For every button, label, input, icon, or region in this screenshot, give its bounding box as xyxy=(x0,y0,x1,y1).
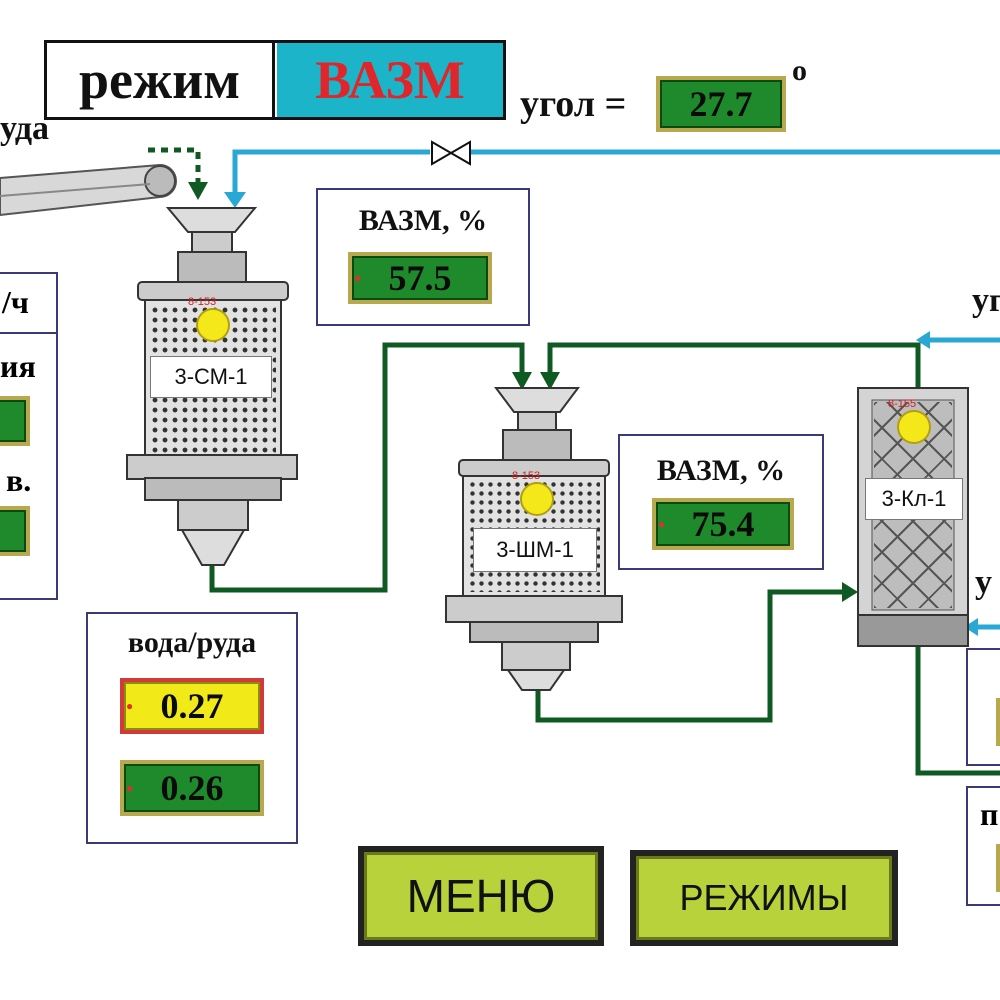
mill-2-vazm-title: ВАЗМ, % xyxy=(656,454,786,487)
left-panel-value-2[interactable] xyxy=(0,506,30,556)
right-panel-1 xyxy=(966,648,1000,766)
mill-2-lamp-tag: 8-153 xyxy=(512,470,541,482)
mill-2-vazm-panel: ВАЗМ, % ● 75.4 xyxy=(618,434,824,570)
mill-2-vazm-value-text: 75.4 xyxy=(691,504,755,544)
ore-label: уда xyxy=(0,110,50,147)
mill-1-vazm-title: ВАЗМ, % xyxy=(358,204,488,237)
classifier-lamp-tag: 8-155 xyxy=(888,398,917,410)
modes-button[interactable]: РЕЖИМЫ xyxy=(630,850,898,946)
water-ore-title: вода/руда xyxy=(127,626,257,659)
right-panel-2: п xyxy=(966,786,1000,906)
water-ore-actual[interactable]: ● 0.26 xyxy=(120,760,264,816)
right-panel-2-value[interactable] xyxy=(996,844,1000,892)
water-ore-setpoint[interactable]: ● 0.27 xyxy=(120,678,264,734)
left-panel: /ч ия в. xyxy=(0,272,58,600)
mill-2-status-lamp-icon[interactable] xyxy=(520,482,554,516)
angle-label: угол = xyxy=(520,83,627,125)
left-panel-row2: в. xyxy=(6,462,32,498)
mill-2-label[interactable]: 3-ШМ-1 xyxy=(473,528,597,572)
left-panel-header: /ч xyxy=(2,284,29,320)
mill-1-lamp-tag: 8-153 xyxy=(188,296,217,308)
mill-1-status-lamp-icon[interactable] xyxy=(196,308,230,342)
menu-button[interactable]: МЕНЮ xyxy=(358,846,604,946)
menu-button-label: МЕНЮ xyxy=(364,852,598,940)
mill-1-vazm-panel: ВАЗМ, % ● 57.5 xyxy=(316,188,530,326)
mill-1-vazm-value-text: 57.5 xyxy=(388,258,452,298)
angle-value[interactable]: 27.7 xyxy=(656,76,786,132)
water-ore-actual-text: 0.26 xyxy=(160,768,224,808)
right-label-top: уг xyxy=(972,282,1000,319)
mode-indicator[interactable]: режим ВАЗМ xyxy=(44,40,506,120)
mill-2-vazm-value[interactable]: ● 75.4 xyxy=(652,498,794,550)
left-panel-row1: ия xyxy=(0,348,36,384)
classifier-status-lamp-icon[interactable] xyxy=(897,410,931,444)
right-label-mid: у xyxy=(975,564,992,601)
classifier-label[interactable]: 3-Кл-1 xyxy=(865,478,963,520)
mill-1-vazm-value[interactable]: ● 57.5 xyxy=(348,252,492,304)
water-ore-panel: вода/руда ● 0.27 ● 0.26 xyxy=(86,612,298,844)
angle-value-text: 27.7 xyxy=(689,84,753,124)
left-panel-value-1[interactable] xyxy=(0,396,30,446)
modes-button-label: РЕЖИМЫ xyxy=(636,856,892,940)
right-panel-2-label: п xyxy=(980,796,999,832)
mode-value: ВАЗМ xyxy=(277,43,503,117)
conveyor-belt-icon xyxy=(0,163,177,217)
water-ore-setpoint-text: 0.27 xyxy=(160,686,224,726)
mill-1-label[interactable]: 3-СМ-1 xyxy=(150,356,272,398)
right-panel-1-value[interactable] xyxy=(996,698,1000,746)
angle-unit: о xyxy=(792,54,807,87)
mode-label: режим xyxy=(47,43,275,117)
